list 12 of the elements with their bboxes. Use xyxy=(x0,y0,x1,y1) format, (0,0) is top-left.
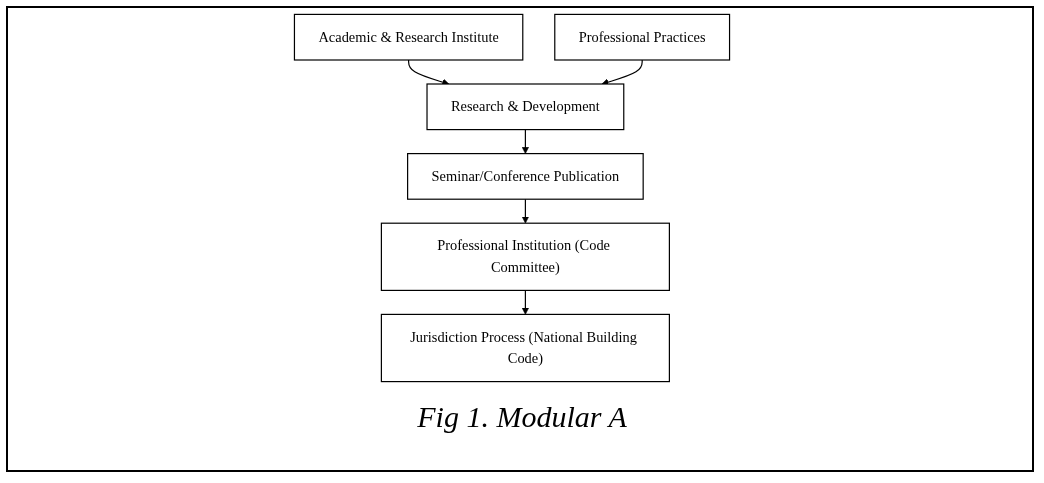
figure-caption: Fig 1. Modular A xyxy=(417,400,627,433)
arrow xyxy=(521,198,529,224)
arrow xyxy=(521,129,529,154)
node-box: Research & Development xyxy=(426,83,625,131)
arrow xyxy=(408,59,450,86)
arrow xyxy=(521,289,529,315)
node-box: Academic & Research Institute xyxy=(293,13,524,61)
node-box: Jurisdiction Process (National Building Code) xyxy=(380,313,670,383)
node-box: Professional Practices xyxy=(554,13,731,61)
node-box: Seminar/Conference Publication xyxy=(407,153,644,200)
arrow xyxy=(601,59,643,86)
node-box: Professional Institution (Code Committee) xyxy=(380,222,670,291)
